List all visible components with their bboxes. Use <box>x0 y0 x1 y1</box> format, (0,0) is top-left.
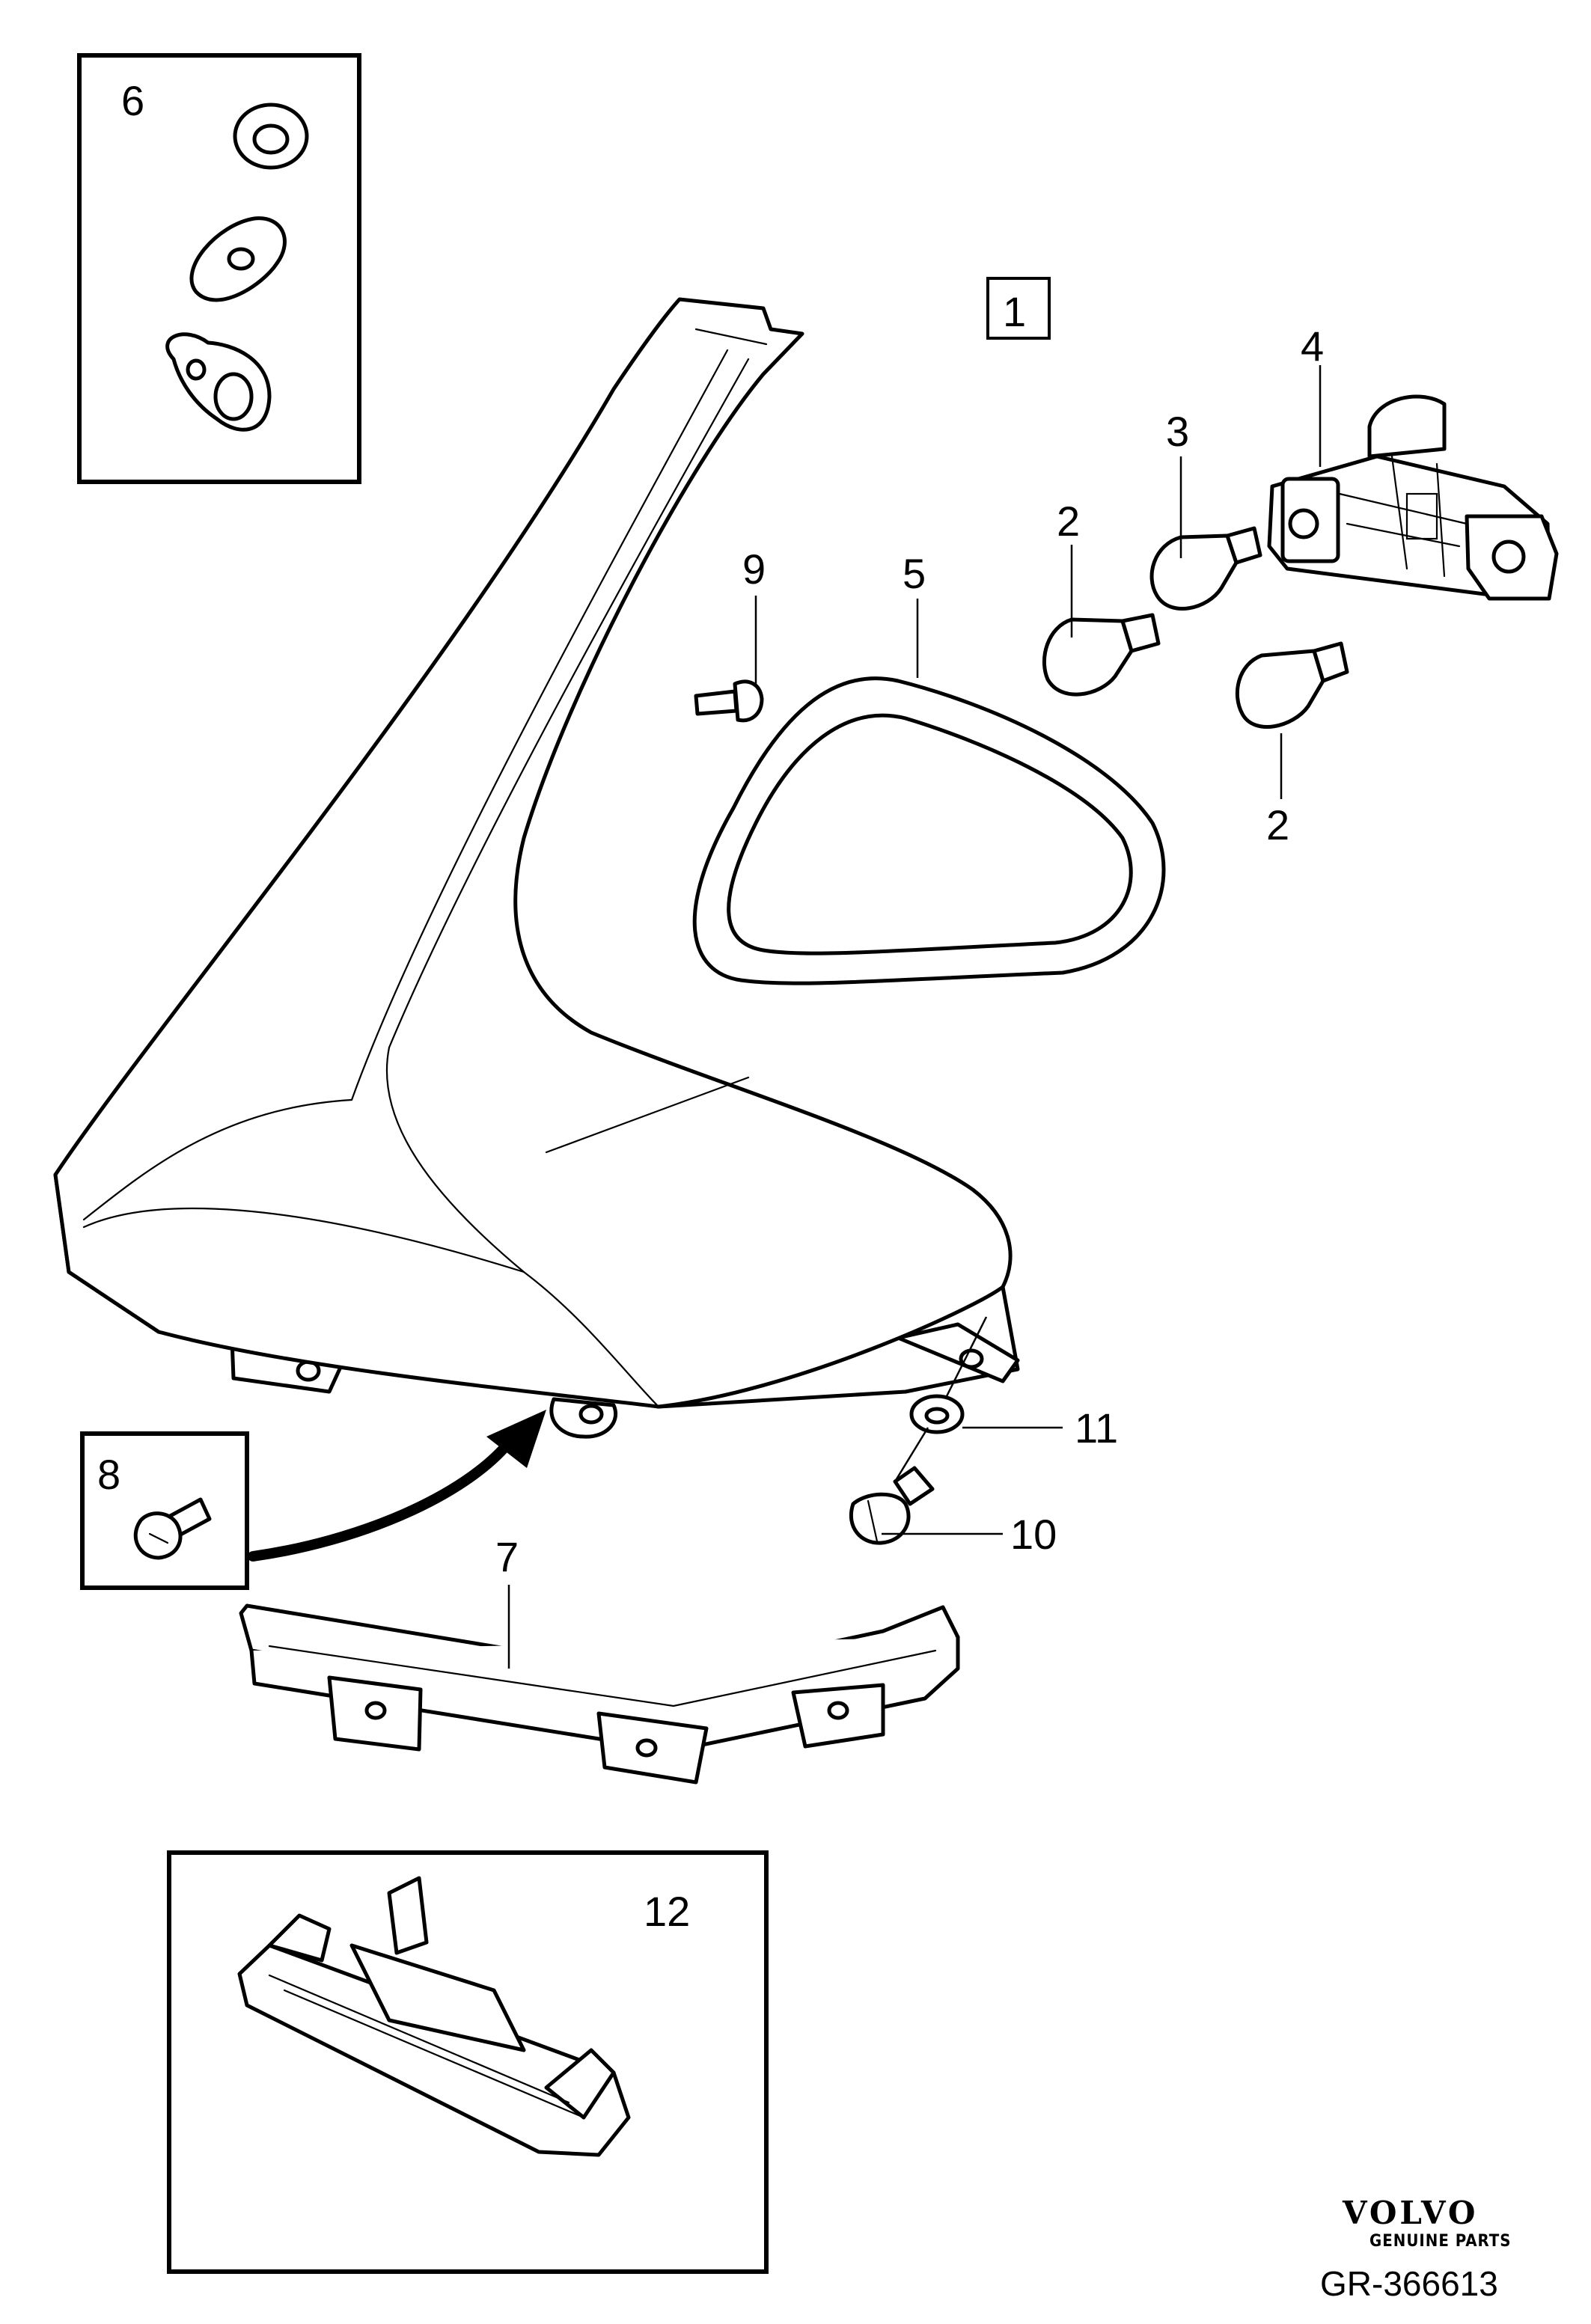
screw-9 <box>694 679 764 723</box>
callout-10: 10 <box>1010 1511 1057 1558</box>
washer-oval-icon <box>189 216 287 302</box>
washer-round-icon <box>233 103 309 170</box>
plate-lamp-box: 12 <box>167 1850 769 2274</box>
bolt-10 <box>849 1466 935 1545</box>
plate-lamp-icon <box>237 1876 631 2157</box>
brand-sub-text: GENUINE PARTS <box>1369 2232 1512 2251</box>
screw-8-icon <box>133 1497 212 1560</box>
callout-11: 11 <box>1075 1404 1118 1452</box>
callout-5: 5 <box>903 550 926 597</box>
bulb-2-right <box>1235 641 1349 730</box>
brand-logo-text: VOLVO <box>1342 2195 1478 2231</box>
screw-box: 8 <box>80 1431 249 1590</box>
callout-2-right: 2 <box>1266 801 1289 848</box>
washer-kit-box: 6 <box>77 53 361 484</box>
callout-9: 9 <box>742 545 766 593</box>
callout-12: 12 <box>644 1888 690 1935</box>
bulb-2-left <box>1042 613 1161 697</box>
assembly-ref-box: 1 <box>986 277 1051 340</box>
bulb-3-top <box>1149 526 1262 611</box>
callout-1: 1 <box>1003 288 1026 335</box>
washer-11 <box>909 1394 965 1434</box>
washer-double-icon <box>165 332 272 432</box>
pointer-arrow <box>248 1410 546 1562</box>
tail-lamp-housing <box>53 297 1020 1439</box>
bulb-holder <box>1267 394 1559 601</box>
callout-7: 7 <box>495 1533 519 1580</box>
callout-6: 6 <box>121 77 144 124</box>
gasket <box>692 676 1166 985</box>
reference-number: GR-366613 <box>1320 2264 1498 2303</box>
trim-bracket <box>239 1603 960 1785</box>
callout-3: 3 <box>1166 408 1189 455</box>
callout-4: 4 <box>1301 322 1324 370</box>
callout-8: 8 <box>97 1451 120 1498</box>
callout-2-left: 2 <box>1057 498 1080 545</box>
volvo-logo: VOLVO GENUINE PARTS <box>1342 2195 1512 2251</box>
leader-lines <box>507 365 1322 1669</box>
